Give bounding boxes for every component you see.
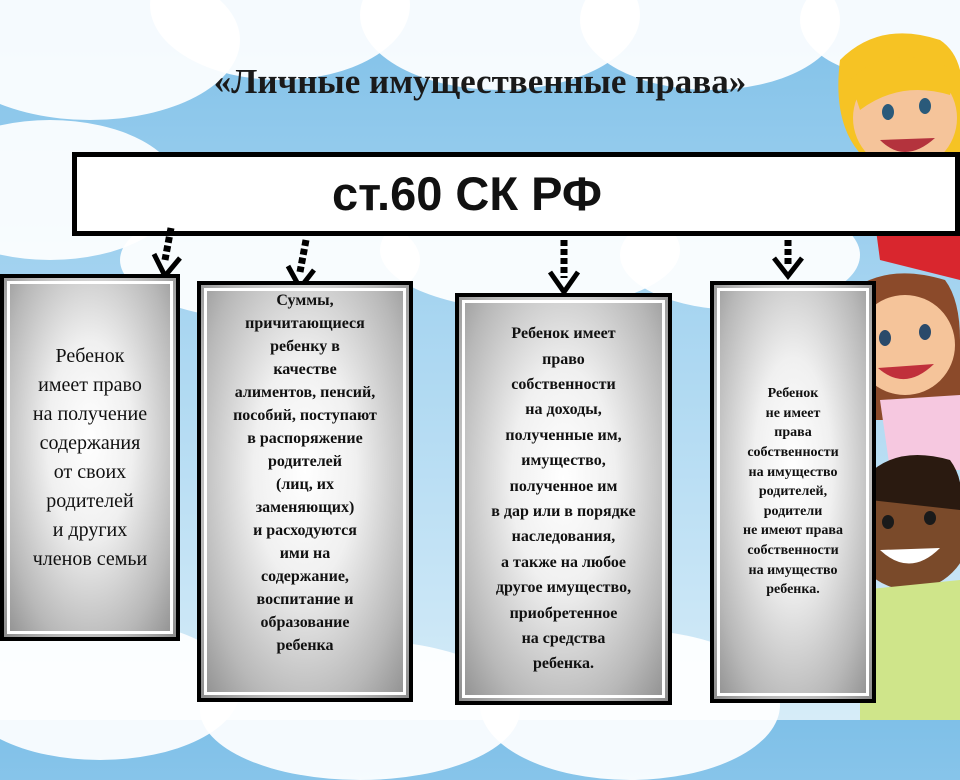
page-title: «Личные имущественные права» — [213, 62, 747, 101]
right-card-property: Ребенок имеет право собственности на дох… — [455, 293, 672, 705]
right-card-support: Ребенок имеет право на получение содержа… — [0, 274, 180, 641]
card-text: Ребенок не имеет права собственности на … — [743, 386, 843, 598]
right-card-no-ownership: Ребенок не имеет права собственности на … — [710, 281, 876, 703]
card-text: Ребенок имеет право собственности на дох… — [491, 325, 636, 673]
article-header-box: ст.60 СК РФ — [72, 152, 960, 236]
card-text: Ребенок имеет право на получение содержа… — [32, 344, 148, 570]
right-card-alimony: Суммы, причитающиеся ребенку в качестве … — [197, 281, 413, 702]
article-label: ст.60 СК РФ — [332, 167, 602, 220]
arrow-down-icon — [151, 227, 182, 278]
arrow-down-icon — [772, 240, 804, 280]
arrow-down-icon — [547, 240, 581, 296]
card-text: Суммы, причитающиеся ребенку в качестве … — [233, 292, 377, 654]
